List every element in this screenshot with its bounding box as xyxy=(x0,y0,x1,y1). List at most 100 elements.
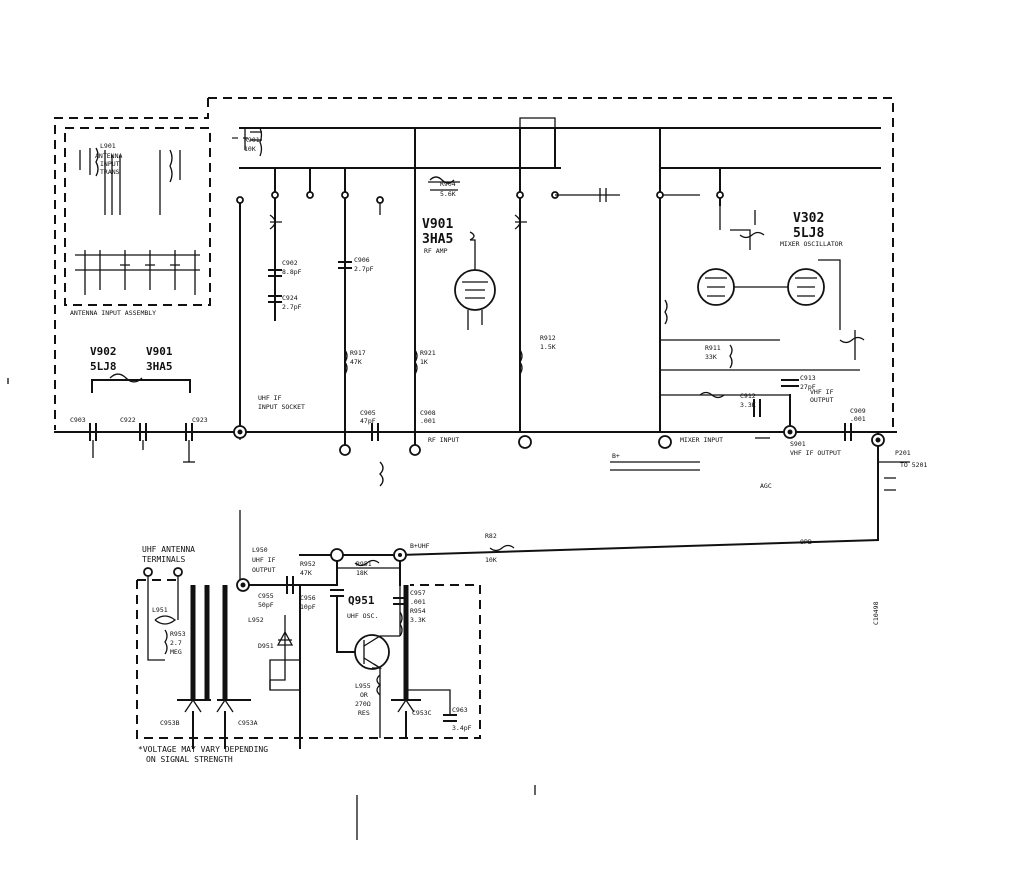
voltage-note: *VOLTAGE MAY VARY DEPENDING ON SIGNAL ST… xyxy=(138,745,268,764)
svg-text:C903: C903 xyxy=(70,416,86,424)
svg-text:TRANS: TRANS xyxy=(100,168,120,176)
r82-val: 10K xyxy=(485,556,497,564)
vhf-if-label: VHF IF xyxy=(810,388,834,396)
input-socket-label: INPUT SOCKET xyxy=(258,403,305,411)
q951-uhf-oscillator: C956 10pF R952 47K R951 18K Q951 UHF OSC… xyxy=(300,559,472,738)
d951-ref: D951 xyxy=(258,642,274,650)
uhf-if-output-network[interactable]: L950 UHF IF OUTPUT C955 50pF L952 D951 xyxy=(236,546,338,691)
v901-main-type: 3HA5 xyxy=(422,232,453,247)
c955-ref: C955 xyxy=(258,592,274,600)
c955-val: 50pF xyxy=(258,601,274,609)
v902-type: 5LJ8 xyxy=(90,360,117,373)
uhf-if-input-socket[interactable]: UHF IF INPUT SOCKET xyxy=(232,196,305,440)
terminals-label: TERMINALS xyxy=(142,555,186,564)
l952-ref: L952 xyxy=(248,616,264,624)
r953-ref: R953 xyxy=(170,630,186,638)
c909-ref: C909 xyxy=(850,407,866,415)
r82-ref: R82 xyxy=(485,532,497,540)
antenna-input-assembly: L901 ANTENNA INPUT TRANS ANTENNA INPUT A… xyxy=(64,127,211,317)
svg-text:R912: R912 xyxy=(540,334,556,342)
c902-val: 8.8pF xyxy=(282,268,302,276)
c956-val: 10pF xyxy=(300,603,316,611)
v302-func: MIXER OSCILLATOR xyxy=(780,240,843,248)
svg-text:R921: R921 xyxy=(420,349,436,357)
c912-val: 3.3K xyxy=(740,401,756,409)
c924-ref: C924 xyxy=(282,294,298,302)
q951-func: UHF OSC. xyxy=(347,612,378,620)
s901-ref: S901 xyxy=(790,440,806,448)
c909-val: .001 xyxy=(850,415,866,423)
l955-or: OR xyxy=(360,691,368,699)
l951-ref: L951 xyxy=(152,606,168,614)
c905-ref: C905 xyxy=(360,409,376,417)
s901-func: VHF IF OUTPUT xyxy=(790,449,841,457)
svg-text:1.5K: 1.5K xyxy=(540,343,556,351)
v302-resistors: R911 33K C912 3.3K C913 27pF xyxy=(660,299,865,417)
c902-group: C902 8.8pF C924 2.7pF C906 2.7pF xyxy=(268,256,374,311)
svg-text:C922: C922 xyxy=(120,416,136,424)
r911-ref: R911 xyxy=(705,344,721,352)
c908-val: .001 xyxy=(420,417,436,425)
r901-ref: R901 xyxy=(244,136,260,144)
r953-val: 2.7 xyxy=(170,639,182,647)
uhf-tuner-enclosure xyxy=(136,579,481,739)
l955-ref: L955 xyxy=(355,682,371,690)
tuning-capacitor-rods: C953B C953A C953C xyxy=(160,584,432,749)
c963-val: 3.4pF xyxy=(452,724,472,732)
r954-ref: R954 xyxy=(410,607,426,615)
bplus-uhf-label: B+UHF xyxy=(410,542,430,550)
main-bus xyxy=(54,127,897,433)
band-switch-contacts xyxy=(269,167,384,433)
v902-ref: V902 xyxy=(90,345,117,358)
bplus-agc-lines: B+ AGC xyxy=(379,452,772,490)
c913-ref: C913 xyxy=(800,374,816,382)
l955-res: RES xyxy=(358,709,370,717)
svg-text:ANTENNA: ANTENNA xyxy=(95,152,122,160)
c953b-ref: C953B xyxy=(160,719,180,727)
resistor-columns: R921 1K R917 47K xyxy=(344,349,436,375)
mixer-input-label: MIXER INPUT xyxy=(680,436,723,444)
s901-vhf-if-output[interactable]: S901 VHF IF OUTPUT C909 .001 VHF IF OUTP… xyxy=(783,388,866,457)
c924-val: 2.7pF xyxy=(282,303,302,311)
r951-ref: R951 xyxy=(356,560,372,568)
svg-text:C923: C923 xyxy=(192,416,208,424)
c957-val: .001 xyxy=(410,598,426,606)
r953-unit: MEG xyxy=(170,648,182,656)
c953a-ref: C953A xyxy=(238,719,258,727)
c913-val: 27pF xyxy=(800,383,816,391)
uhf-feed-lines: R82 10K B+UHF OPB xyxy=(239,510,880,580)
r911-val: 33K xyxy=(705,353,717,361)
v901-type: 3HA5 xyxy=(146,360,173,373)
vhf-output-label: OUTPUT xyxy=(810,396,834,404)
agc-label: AGC xyxy=(760,482,772,490)
c906-val: 2.7pF xyxy=(354,265,374,273)
part-number: C10498 xyxy=(872,601,880,625)
svg-text:OPB: OPB xyxy=(800,538,812,546)
r954-val: 3.3K xyxy=(410,616,426,624)
r952-val: 47K xyxy=(300,569,312,577)
misc-marks: C10498 xyxy=(7,378,880,840)
mixer-input-column: R912 1.5K xyxy=(514,117,620,449)
v901-main-ref: V901 xyxy=(422,217,453,232)
c963-ref: C963 xyxy=(452,706,468,714)
voltage-note-line1: *VOLTAGE MAY VARY DEPENDING xyxy=(138,745,268,754)
mixer-input-junction: MIXER INPUT xyxy=(658,435,770,449)
v302-type: 5LJ8 xyxy=(793,226,824,241)
c912-ref: C912 xyxy=(740,392,756,400)
uhf-antenna-terminals[interactable]: UHF ANTENNA TERMINALS L951 R953 2.7 MEG xyxy=(142,545,195,661)
v901-func: RF AMP xyxy=(424,247,448,255)
p201-ref: P201 xyxy=(895,449,911,457)
svg-text:INPUT: INPUT xyxy=(100,160,120,168)
r952-ref: R952 xyxy=(300,560,316,568)
rf-input-label: RF INPUT xyxy=(428,436,459,444)
c956-ref: C956 xyxy=(300,594,316,602)
uhf-antenna-label: UHF ANTENNA xyxy=(142,545,195,554)
svg-text:1K: 1K xyxy=(420,358,428,366)
uhf-if-label: UHF IF xyxy=(258,394,282,402)
r901-value: 10K xyxy=(244,145,256,153)
c957-ref: C957 xyxy=(410,589,426,597)
q951-ref: Q951 xyxy=(348,594,375,607)
v302-mixer-oscillator: V302 5LJ8 MIXER OSCILLATOR xyxy=(656,127,843,433)
p201-output[interactable]: P201 TO 5201 xyxy=(871,431,927,541)
